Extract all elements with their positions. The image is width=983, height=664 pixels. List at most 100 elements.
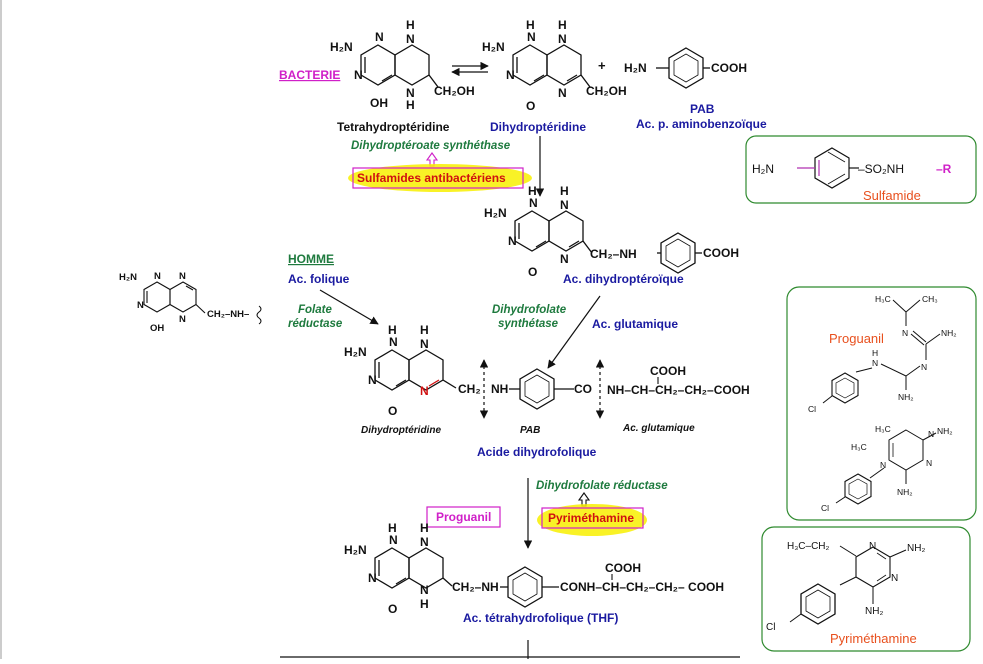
pyrimethamine-inhibitor-label: Pyriméthamine (548, 511, 634, 525)
pab-full-label: Ac. p. aminobenzoïque (636, 117, 767, 131)
n5-label: N (558, 86, 567, 100)
glutamic-acid-label: Ac. glutamique (592, 317, 678, 331)
nh2-label-d: NH₂ (897, 487, 913, 497)
n5-label: N (420, 583, 429, 597)
oxo-label: O (526, 99, 535, 113)
h-label: H (406, 18, 415, 32)
cooh-label: COOH (711, 61, 747, 75)
n3-label: N (508, 234, 517, 248)
tetrahydropteridine-structure: H₂N N N OH H N N H CH₂OH (330, 18, 475, 112)
h-label: H (872, 348, 878, 358)
oxo-label: O (388, 602, 397, 616)
dhfs-line2: synthétase (498, 318, 559, 330)
pyrimethamine-panel-label: Pyriméthamine (830, 631, 917, 646)
dihydrofolic-label: Acide dihydrofolique (477, 445, 597, 459)
plus-sign: + (598, 58, 606, 73)
amino-label: H₂N (344, 345, 367, 359)
sulfamide-panel-label: Sulfamide (863, 188, 921, 203)
n1-label: N (527, 30, 536, 44)
n8-label: N (406, 32, 415, 46)
n3-label: N (354, 68, 363, 82)
dhfs-line1: Dihydrofolate (492, 304, 567, 316)
folic-acid-label: Ac. folique (288, 272, 350, 286)
nh2-label-a: NH₂ (941, 328, 957, 338)
bacteria-label: BACTERIE (279, 68, 340, 82)
proguanil-inhibitor-label: Proguanil (436, 510, 491, 524)
dhfr-enzyme-label: Dihydrofolate réductase (536, 480, 668, 492)
cl-label-b: Cl (821, 503, 829, 513)
nh2-label-e: NH₂ (907, 543, 925, 554)
n-label-e: N (880, 460, 886, 470)
ch2nh-label: CH₂–NH (590, 247, 637, 261)
so2nh-label: –SO₂NH (858, 162, 904, 176)
amino-label: H₂N (344, 543, 367, 557)
dihydrofolic-structure: H₂N N H N O H N N (344, 323, 457, 418)
oxo-label: O (528, 265, 537, 279)
h8-label: H (420, 521, 429, 535)
n-label-d: N (926, 458, 932, 468)
dhf-cooh-label: COOH (650, 364, 686, 378)
n5-label: N (179, 314, 186, 325)
amino-label: H₂N (484, 206, 507, 220)
ch2oh-label: CH₂OH (586, 84, 627, 98)
inhibition-arrow-up-2 (577, 492, 591, 507)
dihydropteridine-top-label: Dihydroptéridine (490, 120, 586, 134)
dhf-ch2-label: CH₂ (458, 382, 481, 396)
amino-label: H₂N (624, 61, 647, 75)
n3-label: N (368, 373, 377, 387)
h1-label: H (528, 184, 537, 198)
nh2-label-c: NH₂ (937, 426, 953, 436)
proguanil-structure: H₃C CH₃ N NH₂ N H N NH₂ Cl (808, 294, 957, 414)
ch3-label-d: H₃C (851, 442, 867, 452)
n1-label: N (389, 335, 398, 349)
n1-label: N (375, 30, 384, 44)
proguanil-panel (786, 286, 977, 521)
arrow-folic-to-dhf (319, 289, 379, 325)
n3-label: N (368, 571, 377, 585)
h5-label: H (420, 597, 429, 611)
pab-label: PAB (690, 102, 715, 116)
triazine-structure: H₃C H₃C N NH₂ N NH₂ N Cl (821, 424, 953, 513)
n8-label: N (558, 32, 567, 46)
n-label-f: N (869, 541, 876, 552)
sulfonamide-box (352, 167, 524, 189)
n1-label: N (389, 533, 398, 547)
thf-label: Ac. tétrahydrofolique (THF) (463, 611, 618, 625)
hydroxy-label: OH (370, 96, 388, 110)
n5-label: N (560, 252, 569, 266)
r-group-label: –R (936, 162, 952, 176)
ch2nh-label: CH₂–NH– (207, 309, 249, 320)
cooh-label: COOH (703, 246, 739, 260)
dhf-co-label: CO (574, 382, 592, 396)
ethyl-label: H₃C–CH₂ (787, 541, 830, 552)
n3-label: N (506, 68, 515, 82)
dihydropteridine-small-label: Dihydroptéridine (361, 425, 441, 436)
arrow-dihydropteroic-to-dhf (547, 295, 601, 369)
pab-structure: H₂N COOH (624, 47, 747, 89)
proguanil-panel-label: Proguanil (829, 331, 884, 346)
dhf-glu-chain-label: NH–CH–CH₂–CH₂–COOH (607, 383, 750, 397)
amino-label: H₂N (330, 40, 353, 54)
n-label-a: N (902, 328, 908, 338)
n5-label: N (420, 384, 429, 398)
n1-label: N (529, 196, 538, 210)
h8-label: H (558, 18, 567, 32)
glutamic-small-label: Ac. glutamique (622, 423, 695, 434)
ch3-label-c: H₃C (875, 424, 891, 434)
h1-label: H (388, 323, 397, 337)
cl-label-c: Cl (766, 622, 775, 633)
h8-label: H (560, 184, 569, 198)
n3-label: N (137, 300, 144, 311)
hydroxy-label: OH (150, 323, 164, 334)
sulfamide-structure: H₂N –SO₂NH –R (752, 147, 952, 189)
sulfonamide-highlight (348, 164, 532, 192)
n8-label: N (420, 535, 429, 549)
n-label-b: N (921, 362, 927, 372)
h1-label: H (388, 521, 397, 535)
h1-label: H (526, 18, 535, 32)
dhf-benzene-ring (519, 368, 555, 410)
ch3-label-b: CH₃ (922, 294, 938, 304)
sulfamide-panel (745, 135, 977, 204)
pab-small-label: PAB (520, 425, 540, 436)
